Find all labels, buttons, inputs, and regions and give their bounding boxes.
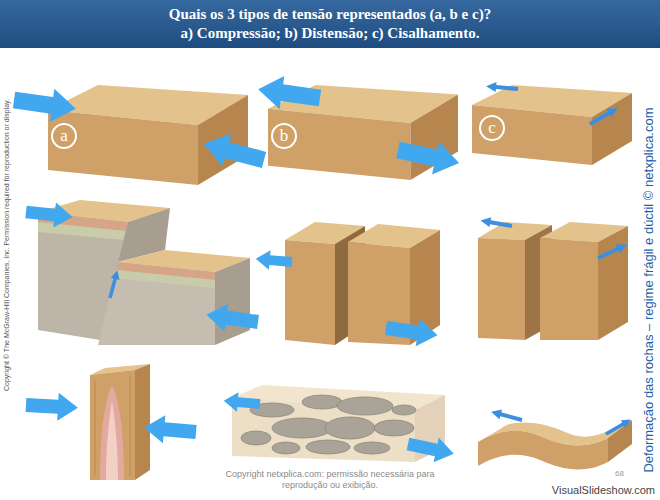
label-circle: a <box>51 123 77 149</box>
fault-slip-arrow <box>106 269 122 299</box>
label-circle: c <box>479 115 505 141</box>
tension-arrow <box>395 134 463 180</box>
answer-line: a) Compressão; b) Distensão; c) Cisalham… <box>0 24 660 42</box>
compression-arrow <box>12 83 78 125</box>
vertical-copyright: Copyright © The McGraw-Hill Companies, I… <box>3 99 11 391</box>
circle-letter: a <box>60 127 68 145</box>
label-circle: b <box>271 123 297 149</box>
circle-letter: c <box>488 119 496 137</box>
shear-arrow <box>486 81 519 94</box>
compression-arrow <box>143 414 197 446</box>
vertical-slide-subject: Deformação das rochas – regime frágil e … <box>641 107 656 472</box>
shear-arrow <box>588 104 621 129</box>
tension-arrow <box>223 391 261 414</box>
strike-slip-blocks <box>478 222 628 340</box>
compression-arrow <box>25 391 78 422</box>
sheared-slab <box>478 420 632 469</box>
shear-arrow <box>604 416 633 438</box>
compression-arrow <box>25 199 74 229</box>
slide-title: Quais os 3 tipos de tensão representados… <box>0 5 660 23</box>
block-c <box>472 85 632 165</box>
shear-arrow <box>480 216 513 231</box>
watermark: VisualSlideshow.com <box>552 484 655 497</box>
tension-arrow <box>405 432 456 466</box>
tension-arrow <box>256 73 322 115</box>
page-number: 68 <box>615 469 624 478</box>
block-a <box>48 85 248 185</box>
shear-arrow <box>490 407 523 425</box>
compression-arrow <box>205 301 260 336</box>
folded-slab <box>90 364 150 480</box>
compression-arrow <box>199 128 268 177</box>
tension-arrow <box>255 249 293 272</box>
tension-arrow <box>384 314 439 349</box>
copyright-note: Copyright netxplica.com: permissão neces… <box>225 469 435 491</box>
shear-arrow <box>596 240 629 263</box>
circle-letter: b <box>280 127 289 145</box>
